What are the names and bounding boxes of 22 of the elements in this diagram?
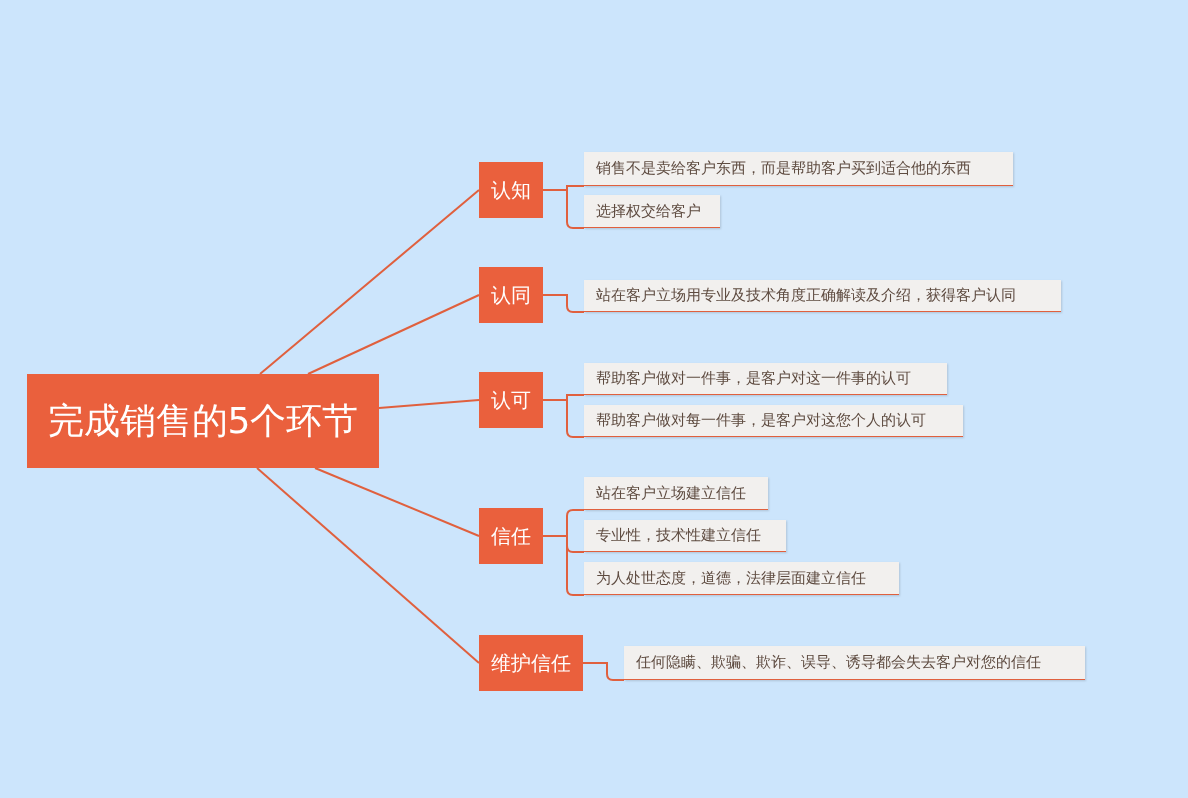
- connector-line: [307, 294, 480, 375]
- subtopic-box: 站在客户立场用专业及技术角度正确解读及介绍，获得客户认同: [584, 280, 1061, 312]
- topic-box: 维护信任: [479, 635, 583, 691]
- topic-box: 认可: [479, 372, 543, 428]
- subtopic-box: 帮助客户做对每一件事，是客户对这您个人的认可: [584, 405, 963, 437]
- connector-line: [256, 467, 480, 664]
- connector-line: [582, 662, 625, 681]
- subtopic-box: 为人处世态度，道德，法律层面建立信任: [584, 562, 899, 595]
- topic-box: 认知: [479, 162, 543, 218]
- subtopic-box: 专业性，技术性建立信任: [584, 520, 786, 552]
- subtopic-box: 销售不是卖给客户东西，而是帮助客户买到适合他的东西: [584, 152, 1013, 186]
- subtopic-box: 选择权交给客户: [584, 195, 720, 228]
- topic-box: 信任: [479, 508, 543, 564]
- central-topic-box: 完成销售的5个环节: [27, 374, 379, 468]
- subtopic-box: 任何隐瞒、欺骗、欺诈、误导、诱导都会失去客户对您的信任: [624, 646, 1085, 680]
- connector-line: [314, 467, 480, 537]
- subtopic-box: 站在客户立场建立信任: [584, 477, 768, 510]
- connector-line: [378, 399, 480, 409]
- connector-line: [542, 294, 585, 313]
- subtopic-box: 帮助客户做对一件事，是客户对这一件事的认可: [584, 363, 947, 395]
- connector-line: [259, 189, 480, 375]
- topic-box: 认同: [479, 267, 543, 323]
